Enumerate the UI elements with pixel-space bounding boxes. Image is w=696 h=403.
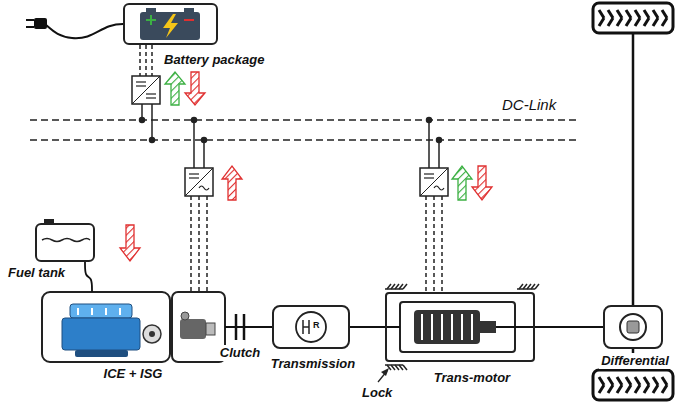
part-label: Clutch xyxy=(218,345,262,361)
drive-shaft xyxy=(350,326,385,328)
node-label: Fuel tank xyxy=(6,265,67,281)
differential-icon xyxy=(620,33,646,370)
engine-icon xyxy=(42,292,170,362)
wire xyxy=(140,104,442,168)
drive-shaft xyxy=(535,326,603,328)
power-flow-arrow xyxy=(120,72,492,261)
node-label: Battery package xyxy=(162,52,266,68)
trans-motor-box: Trans-motor xyxy=(385,292,535,362)
transmission-box: Transmission xyxy=(272,305,350,349)
gear-letter: R xyxy=(313,320,320,331)
dc-dc-converter xyxy=(132,76,160,104)
motor-icon xyxy=(385,302,535,352)
part-label: Lock xyxy=(360,385,394,401)
drive-shaft xyxy=(225,326,272,328)
wheel xyxy=(593,3,673,33)
battery-box: Battery package xyxy=(123,3,218,45)
node-label: ICE + ISG xyxy=(102,366,165,382)
differential-box: Differential xyxy=(603,305,663,349)
fuel-tank-icon xyxy=(36,219,94,261)
node-label: Trans-motor xyxy=(432,370,512,386)
node-label: Differential xyxy=(599,353,671,369)
dc-link-bus xyxy=(30,120,578,140)
fuel-tank: Fuel tank xyxy=(35,222,95,262)
engine-box: ICE + ISG xyxy=(42,292,225,362)
inverter xyxy=(420,168,448,196)
plug-cord xyxy=(26,18,123,38)
leader-line xyxy=(378,368,389,382)
lock-ground xyxy=(385,284,539,370)
fuel-line xyxy=(85,262,92,292)
wire xyxy=(191,196,442,292)
bus-label: DC-Link xyxy=(500,96,558,114)
node-label: Transmission xyxy=(269,356,357,372)
wheel xyxy=(593,370,673,400)
battery-icon xyxy=(140,8,200,40)
inverter xyxy=(185,168,213,196)
gearshift-icon xyxy=(296,312,326,342)
wire xyxy=(140,45,152,76)
